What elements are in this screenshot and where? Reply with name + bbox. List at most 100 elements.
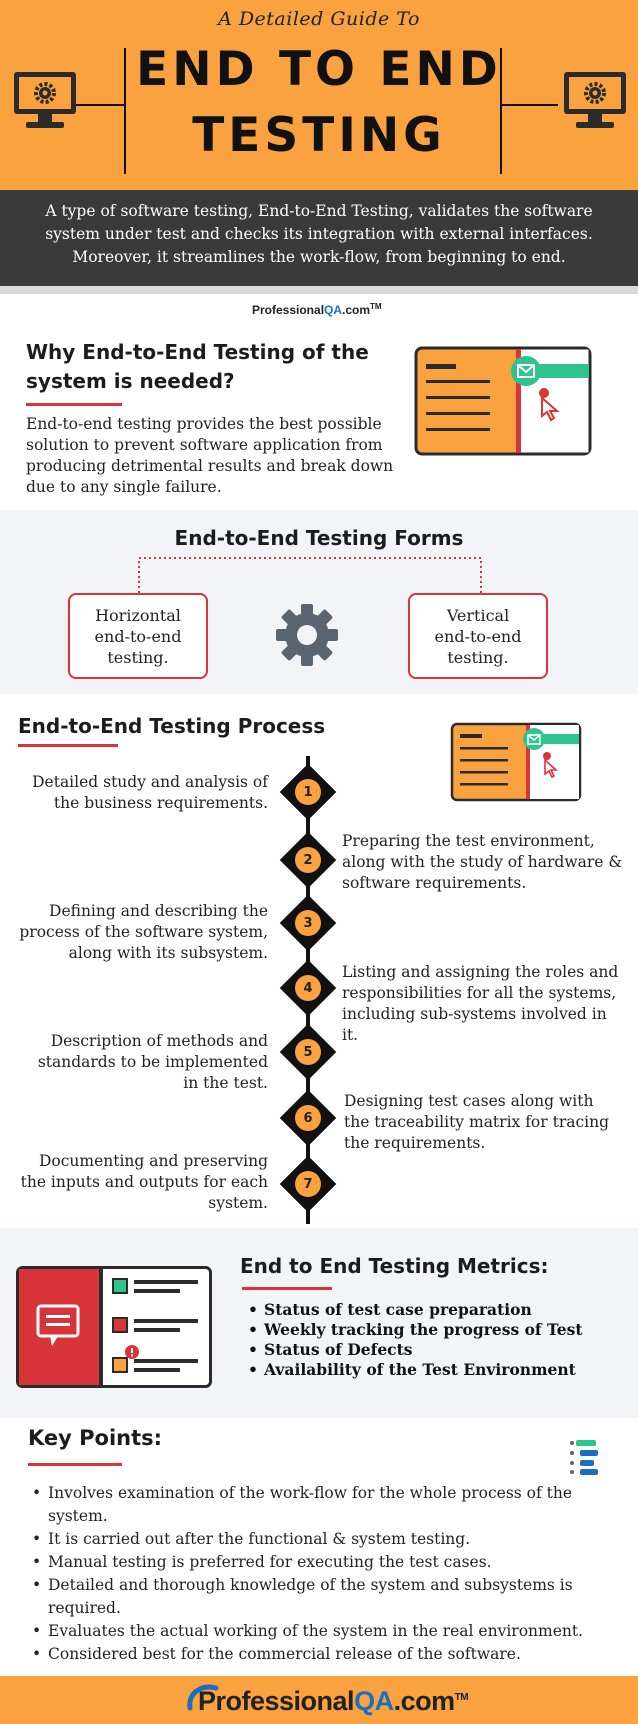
header-banner <box>0 0 638 190</box>
title-connector-left <box>76 104 124 106</box>
logo-footer: ProfessionalQA.comTM <box>198 1686 469 1717</box>
monitor-gear-icon <box>564 72 626 128</box>
step-6-text: Designing test cases along with the trac… <box>344 1091 634 1154</box>
metrics-heading: End to End Testing Metrics: <box>240 1254 549 1278</box>
title-frame-left <box>124 48 126 174</box>
why-body-line: due to any single failure. <box>26 478 222 496</box>
step-line: Detailed study and analysis of <box>32 773 268 791</box>
step-line: Description of methods and <box>50 1032 268 1050</box>
step-line: responsibilities for all the systems, <box>342 984 617 1002</box>
step-line: the traceability matrix for tracing <box>344 1113 610 1131</box>
list-item: Status of Defects <box>246 1340 626 1360</box>
forms-heading: End-to-End Testing Forms <box>174 526 464 550</box>
why-body-line: solution to prevent software application… <box>26 436 383 454</box>
form-horizontal-box: Horizontal end-to-end testing. <box>68 593 208 679</box>
logo-domain: .com <box>342 303 371 317</box>
header-title-line2: TESTING <box>192 108 446 163</box>
list-item: Weekly tracking the progress of Test <box>246 1320 626 1340</box>
flow-icon <box>570 1440 598 1475</box>
title-connector-right <box>500 104 558 106</box>
intro-line: Moreover, it streamlines the work-flow, … <box>72 248 566 266</box>
intro-band <box>0 190 638 286</box>
list-item-line: Involves examination of the work-flow fo… <box>48 1484 573 1502</box>
why-heading: Why End-to-End Testing of the system is … <box>26 338 369 396</box>
form-vertical-line: end-to-end <box>434 626 522 646</box>
step-number-5: 5 <box>295 1039 321 1065</box>
step-2-text: Preparing the test environment, along wi… <box>342 831 632 894</box>
metrics-underline <box>242 1287 332 1290</box>
step-line: Defining and describing the <box>49 902 268 920</box>
why-heading-line: system is needed? <box>26 369 235 393</box>
step-line: Preparing the test environment, <box>342 832 595 850</box>
step-3-text: Defining and describing the process of t… <box>14 901 268 964</box>
document-click-icon <box>450 722 582 802</box>
list-item: Evaluates the actual working of the syst… <box>30 1620 620 1643</box>
why-heading-line: Why End-to-End Testing of the <box>26 340 369 364</box>
list-item-line: Considered best for the commercial relea… <box>48 1645 521 1663</box>
form-vertical-line: testing. <box>447 647 509 667</box>
logo-tm: TM <box>370 302 382 311</box>
chat-icon <box>36 1304 80 1346</box>
header-subtitle: A Detailed Guide To <box>218 8 420 30</box>
footer-banner <box>0 1676 638 1724</box>
logo-swoosh-icon <box>187 1684 219 1711</box>
step-number-6: 6 <box>295 1105 321 1131</box>
step-line: the requirements. <box>344 1134 486 1152</box>
step-line: process of the software system, <box>19 923 268 941</box>
form-horizontal-line: end-to-end <box>94 626 182 646</box>
step-number-2: 2 <box>295 847 321 873</box>
form-horizontal-line: testing. <box>107 647 169 667</box>
step-number-1: 1 <box>295 779 321 805</box>
process-underline <box>18 744 118 747</box>
intro-line: A type of software testing, End-to-End T… <box>45 202 593 220</box>
key-points-heading: Key Points: <box>28 1426 163 1450</box>
list-item-line: required. <box>48 1599 121 1617</box>
why-body: End-to-end testing provides the best pos… <box>26 414 396 498</box>
logo-qa: QA <box>354 1686 394 1716</box>
logo-tm: TM <box>454 1692 469 1703</box>
list-item-line: Detailed and thorough knowledge of the s… <box>48 1576 573 1594</box>
step-line: system. <box>208 1194 268 1212</box>
list-item-line: It is carried out after the functional &… <box>48 1530 471 1548</box>
list-item: It is carried out after the functional &… <box>30 1528 620 1551</box>
step-7-text: Documenting and preserving the inputs an… <box>14 1151 268 1214</box>
logo-small: ProfessionalQA.comTM <box>252 302 382 317</box>
form-vertical-line: Vertical <box>446 605 510 625</box>
logo-brand: Professional <box>198 1686 355 1716</box>
intro-text: A type of software testing, End-to-End T… <box>20 200 618 269</box>
list-item: Involves examination of the work-flow fo… <box>30 1482 620 1528</box>
monitor-gear-icon <box>14 72 76 128</box>
why-body-line: End-to-end testing provides the best pos… <box>26 415 382 433</box>
process-heading: End-to-End Testing Process <box>18 714 326 738</box>
step-line: along with its subsystem. <box>68 944 268 962</box>
list-item-line: system. <box>48 1507 108 1525</box>
logo-qa: QA <box>324 303 343 317</box>
step-line: the business requirements. <box>53 794 268 812</box>
step-line: it. <box>342 1026 359 1044</box>
divider <box>0 286 638 294</box>
step-4-text: Listing and assigning the roles and resp… <box>342 962 632 1046</box>
list-item: Considered best for the commercial relea… <box>30 1643 620 1666</box>
step-5-text: Description of methods and standards to … <box>14 1031 268 1094</box>
logo-brand: Professional <box>252 303 325 317</box>
header-title-line1: END TO END <box>136 42 502 97</box>
list-item: Status of test case preparation <box>246 1300 626 1320</box>
key-points-list: Involves examination of the work-flow fo… <box>30 1482 620 1666</box>
gear-icon <box>276 604 338 666</box>
step-line: Documenting and preserving <box>38 1152 268 1170</box>
step-number-7: 7 <box>295 1171 321 1197</box>
step-line: Listing and assigning the roles and <box>342 963 619 981</box>
document-click-icon <box>414 346 592 456</box>
form-horizontal-line: Horizontal <box>95 605 181 625</box>
list-item-line: Evaluates the actual working of the syst… <box>48 1622 584 1640</box>
step-line: in the test. <box>183 1074 268 1092</box>
step-line: including sub-systems involved in <box>342 1005 607 1023</box>
logo-domain: .com <box>393 1686 456 1716</box>
step-line: software requirements. <box>342 874 527 892</box>
step-line: standards to be implemented <box>37 1053 268 1071</box>
why-underline <box>26 403 122 406</box>
list-item: Detailed and thorough knowledge of the s… <box>30 1574 620 1620</box>
step-line: the inputs and outputs for each <box>20 1173 268 1191</box>
checklist-icon <box>16 1266 212 1388</box>
key-points-underline <box>28 1463 122 1466</box>
